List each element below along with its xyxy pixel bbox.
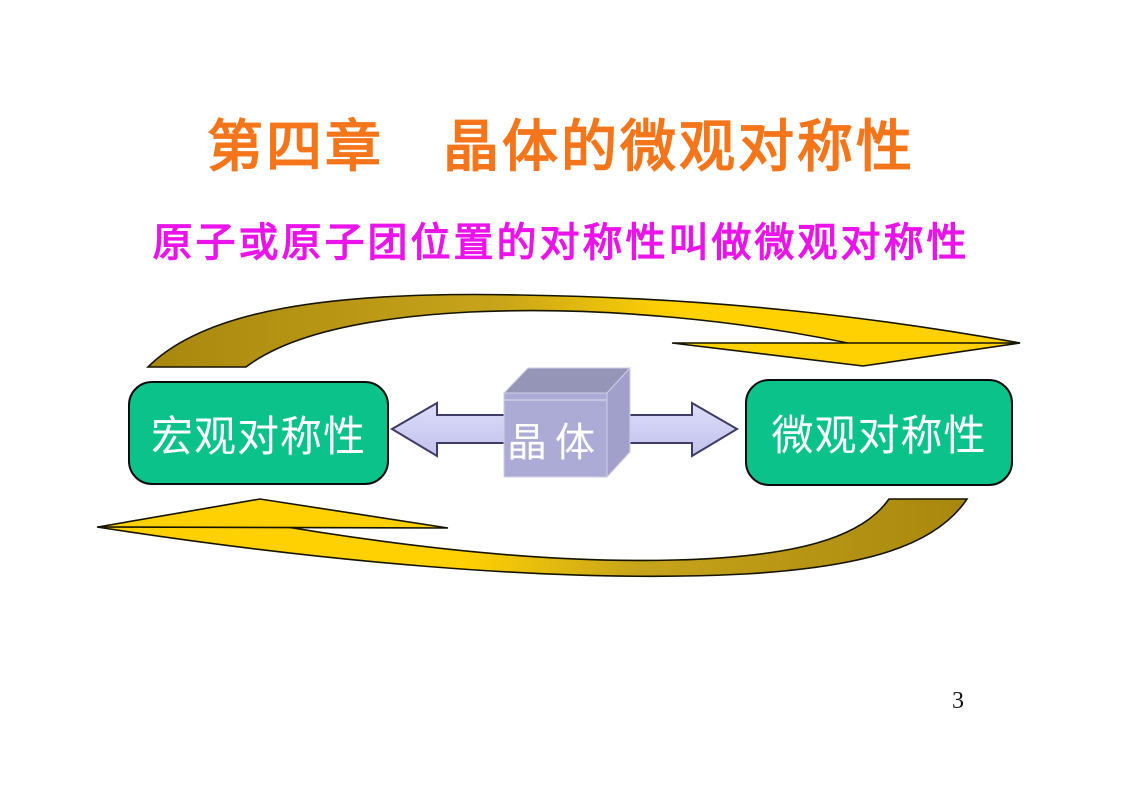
- slide-title: 第四章 晶体的微观对称性: [207, 117, 915, 179]
- node-microscopic-label: 微观对称性: [771, 414, 987, 460]
- top-arrowhead: [671, 342, 1021, 367]
- cube-label: 晶体: [507, 420, 603, 465]
- node-macroscopic-label: 宏观对称性: [150, 414, 366, 461]
- node-microscopic-symmetry: 微观对称性: [745, 379, 1013, 486]
- cube-front-face: [503, 392, 608, 478]
- top-cycle-arrow-icon: [146, 293, 1021, 368]
- bottom-arrowhead: [97, 498, 449, 529]
- right-block-arrow-icon: [619, 401, 739, 458]
- page-number: 3: [952, 688, 964, 714]
- slide-subtitle: 原子或原子团位置的对称性叫做微观对称性: [152, 220, 970, 265]
- node-macroscopic-symmetry: 宏观对称性: [128, 381, 389, 485]
- cube-icon: [502, 366, 632, 479]
- bottom-cycle-arrow-icon: [96, 498, 969, 578]
- left-block-arrow-icon: [390, 401, 509, 458]
